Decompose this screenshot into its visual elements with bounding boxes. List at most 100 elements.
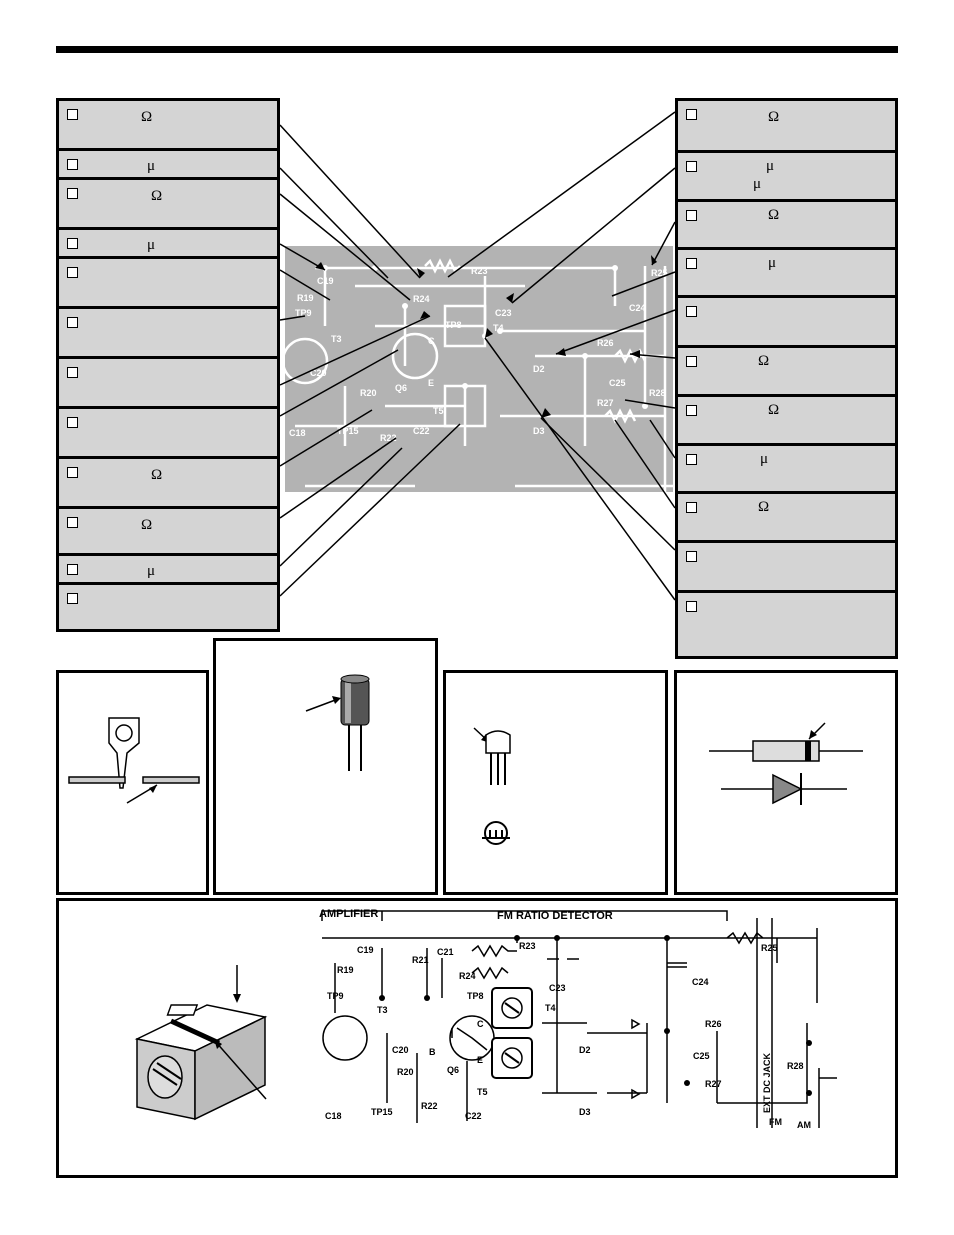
check-item: Ω xyxy=(678,348,895,397)
checkbox[interactable] xyxy=(67,267,78,278)
checkbox[interactable] xyxy=(686,454,697,465)
schem-label-c22: C22 xyxy=(465,1111,482,1121)
schem-label-r19: R19 xyxy=(337,965,354,975)
schem-label-r21: R21 xyxy=(412,955,429,965)
ratio-detector-schematic: AMPLIFIER FM RATIO DETECTOR R19 R21 R23 … xyxy=(319,908,837,1130)
photo-label-c20: C20 xyxy=(310,368,327,378)
checkbox[interactable] xyxy=(67,517,78,528)
checkbox[interactable] xyxy=(686,109,697,120)
photo-label-tp9: TP9 xyxy=(295,308,312,318)
checkbox[interactable] xyxy=(67,238,78,249)
schem-label-t5: T5 xyxy=(477,1087,488,1097)
panel-solder-tip xyxy=(56,670,209,895)
schematic-heading-detector: FM RATIO DETECTOR xyxy=(497,910,613,922)
schem-label-r23: R23 xyxy=(519,941,536,951)
check-item: Ω xyxy=(678,202,895,250)
photo-label-q6: Q6 xyxy=(395,383,407,393)
schem-label-fm: FM xyxy=(769,1117,782,1127)
schem-label-r26: R26 xyxy=(705,1019,722,1029)
schem-label-t4: T4 xyxy=(545,1003,556,1013)
pcb-photo: R23 R24 R25 R26 R27 R28 R20 R22 R19 C19 … xyxy=(285,246,673,492)
pcb-traces: R23 R24 R25 R26 R27 R28 R20 R22 R19 C19 … xyxy=(285,258,673,492)
check-item xyxy=(678,298,895,348)
checkbox[interactable] xyxy=(67,317,78,328)
photo-label-e: E xyxy=(428,378,434,388)
schem-label-c19: C19 xyxy=(357,945,374,955)
checkbox[interactable] xyxy=(686,601,697,612)
photo-label-r20: R20 xyxy=(360,388,377,398)
photo-label-c22: C22 xyxy=(413,426,430,436)
schem-label-t3: T3 xyxy=(377,1005,388,1015)
check-item: Ω xyxy=(59,180,277,230)
check-item: μ xyxy=(678,250,895,298)
checkbox[interactable] xyxy=(67,417,78,428)
panel-coil-schematic: AMPLIFIER FM RATIO DETECTOR R19 R21 R23 … xyxy=(56,898,898,1178)
schem-label-d3: D3 xyxy=(579,1107,591,1117)
schem-label-d2: D2 xyxy=(579,1045,591,1055)
schem-label-tp8: TP8 xyxy=(467,991,484,1001)
checkbox[interactable] xyxy=(686,356,697,367)
check-item xyxy=(59,409,277,459)
schem-label-c25: C25 xyxy=(693,1051,710,1061)
schem-label-b: B xyxy=(429,1047,436,1057)
checkbox[interactable] xyxy=(686,502,697,513)
photo-label-t3: T3 xyxy=(331,334,342,344)
schem-label-c21: C21 xyxy=(437,947,454,957)
photo-label-r28: R28 xyxy=(649,388,666,398)
checkbox[interactable] xyxy=(686,551,697,562)
check-item xyxy=(678,543,895,593)
photo-label-r19: R19 xyxy=(297,293,314,303)
checkbox[interactable] xyxy=(686,258,697,269)
checkbox[interactable] xyxy=(67,188,78,199)
checkbox[interactable] xyxy=(686,161,697,172)
checkbox[interactable] xyxy=(686,405,697,416)
check-item: Ω xyxy=(678,397,895,446)
photo-label-r22: R22 xyxy=(380,433,397,443)
check-item xyxy=(59,359,277,409)
schematic-heading-amplifier: AMPLIFIER xyxy=(319,908,378,920)
photo-label-c24: C24 xyxy=(629,303,646,313)
photo-label-c: C xyxy=(428,336,435,346)
schem-label-r27: R27 xyxy=(705,1079,722,1089)
checkbox[interactable] xyxy=(67,593,78,604)
checkbox[interactable] xyxy=(686,210,697,221)
panel-electrolytic-capacitor xyxy=(213,638,438,895)
photo-label-c25: C25 xyxy=(609,378,626,388)
check-item: μ xyxy=(59,556,277,585)
checkbox[interactable] xyxy=(67,159,78,170)
check-item: μ xyxy=(59,230,277,259)
checkbox[interactable] xyxy=(67,467,78,478)
photo-label-t5: T5 xyxy=(433,406,444,416)
checkbox[interactable] xyxy=(686,306,697,317)
top-rule xyxy=(56,46,898,53)
schem-label-c24: C24 xyxy=(692,977,709,987)
coil-cube-diagram xyxy=(134,965,268,1121)
checkbox[interactable] xyxy=(67,367,78,378)
photo-label-r26: R26 xyxy=(597,338,614,348)
photo-label-tp15: TP15 xyxy=(337,426,359,436)
transistor-diagram xyxy=(473,727,511,845)
check-item: Ω xyxy=(59,509,277,556)
photo-label-t4: T4 xyxy=(493,323,504,333)
photo-label-d2: D2 xyxy=(533,364,545,374)
schem-label-tp9: TP9 xyxy=(327,991,344,1001)
check-item xyxy=(59,259,277,309)
checkbox[interactable] xyxy=(67,109,78,120)
check-item: Ω xyxy=(678,494,895,543)
diode-diagram xyxy=(709,722,863,805)
check-item: Ω xyxy=(678,101,895,153)
capacitor-diagram xyxy=(305,674,370,771)
photo-label-c18: C18 xyxy=(289,428,306,438)
schem-label-r22: R22 xyxy=(421,1101,438,1111)
schem-label-q6: Q6 xyxy=(447,1065,459,1075)
check-item xyxy=(59,585,277,629)
check-item xyxy=(678,593,895,656)
checkbox[interactable] xyxy=(67,564,78,575)
check-item: Ω xyxy=(59,459,277,509)
check-item: μ xyxy=(59,151,277,180)
schem-label-c: C xyxy=(477,1019,484,1029)
photo-label-c23: C23 xyxy=(495,308,512,318)
schem-label-e: E xyxy=(477,1055,483,1065)
solder-point-diagram xyxy=(68,717,200,804)
